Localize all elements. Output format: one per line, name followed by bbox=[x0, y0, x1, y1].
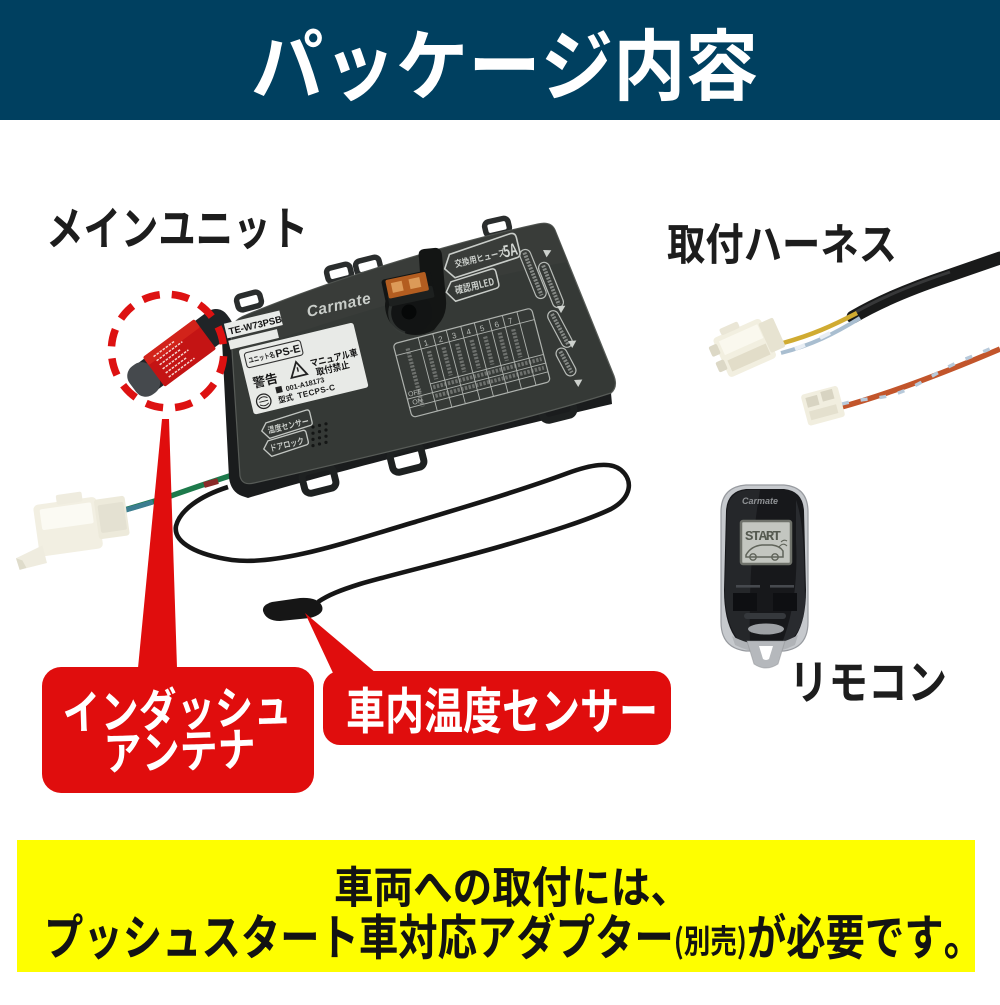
svg-text:1: 1 bbox=[423, 338, 430, 348]
svg-text:Carmate: Carmate bbox=[742, 496, 778, 506]
svg-text:4: 4 bbox=[465, 327, 472, 337]
svg-text:5: 5 bbox=[479, 323, 486, 333]
svg-text:2: 2 bbox=[437, 334, 444, 344]
svg-text:7: 7 bbox=[507, 316, 514, 326]
svg-text:START: START bbox=[745, 529, 781, 545]
svg-text:3: 3 bbox=[451, 331, 458, 341]
svg-text:PS-E: PS-E bbox=[274, 343, 301, 361]
svg-text:6: 6 bbox=[493, 320, 500, 330]
svg-text:OFF: OFF bbox=[408, 388, 423, 398]
svg-text:ON: ON bbox=[412, 397, 424, 406]
